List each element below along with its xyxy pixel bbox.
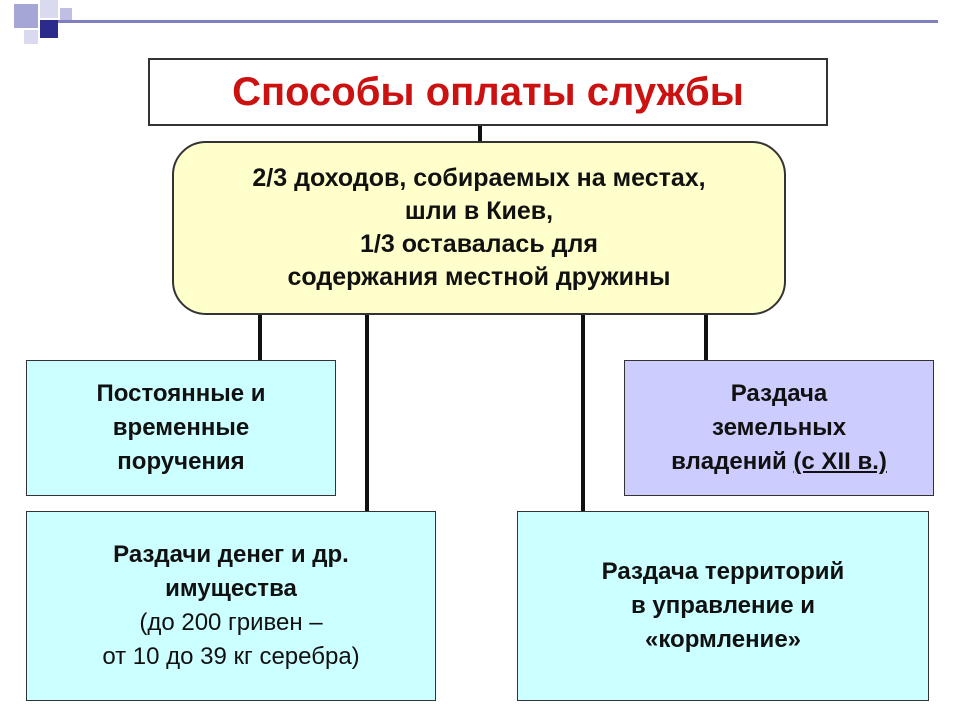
connector-right-bottom [581, 313, 585, 512]
node-land-grants-line-1: Раздача [730, 380, 828, 407]
connector-right-top [704, 313, 708, 361]
node-territory-grants-line-1: Раздача территорий [601, 558, 845, 585]
connector-left-bottom [365, 313, 369, 512]
corner-square-2 [40, 0, 58, 18]
node-territory-grants-line-3: «кормление» [644, 626, 802, 653]
node-land-grants: Раздача земельных владений (с XII в.) [624, 360, 934, 496]
central-line-2: шли в Киев, [404, 197, 554, 225]
node-assignments-line-3: поручения [117, 448, 245, 475]
corner-square-4 [24, 30, 38, 44]
node-land-grants-line-2: земельных [711, 414, 847, 441]
corner-decoration [14, 0, 938, 44]
central-line-4: содержания местной дружины [287, 263, 671, 291]
node-money-grants: Раздачи денег и др. имущества (до 200 гр… [26, 511, 436, 701]
node-money-grants-line-3: (до 200 гривен – [139, 609, 323, 636]
central-line-1: 2/3 доходов, собираемых на местах, [252, 164, 706, 192]
node-territory-grants: Раздача территорий в управление и «кормл… [517, 511, 929, 701]
corner-rule [58, 20, 938, 23]
node-assignments-line-2: временные [112, 414, 250, 441]
node-money-grants-line-1: Раздачи денег и др. [113, 541, 349, 568]
node-money-grants-line-2: имущества [165, 575, 297, 602]
title-box: Способы оплаты службы [148, 58, 828, 126]
node-assignments: Постоянные и временные поручения [26, 360, 336, 496]
connector-left-top [258, 313, 262, 361]
central-node: 2/3 доходов, собираемых на местах, шли в… [172, 141, 786, 315]
corner-square-5 [60, 8, 72, 20]
node-land-grants-date: (с XII в.) [793, 448, 887, 475]
node-land-grants-line-3: владений (с XII в.) [671, 445, 887, 479]
node-money-grants-line-4: от 10 до 39 кг серебра) [102, 643, 360, 670]
page-title: Способы оплаты службы [232, 69, 744, 114]
corner-square-1 [14, 4, 38, 28]
node-land-grants-line-3-main: владений [671, 448, 794, 475]
central-line-3: 1/3 оставалась для [360, 230, 598, 258]
node-assignments-line-1: Постоянные и [96, 380, 266, 407]
connector-title-central [478, 126, 482, 142]
node-territory-grants-line-2: в управление и [630, 592, 815, 619]
corner-square-3 [40, 20, 58, 38]
